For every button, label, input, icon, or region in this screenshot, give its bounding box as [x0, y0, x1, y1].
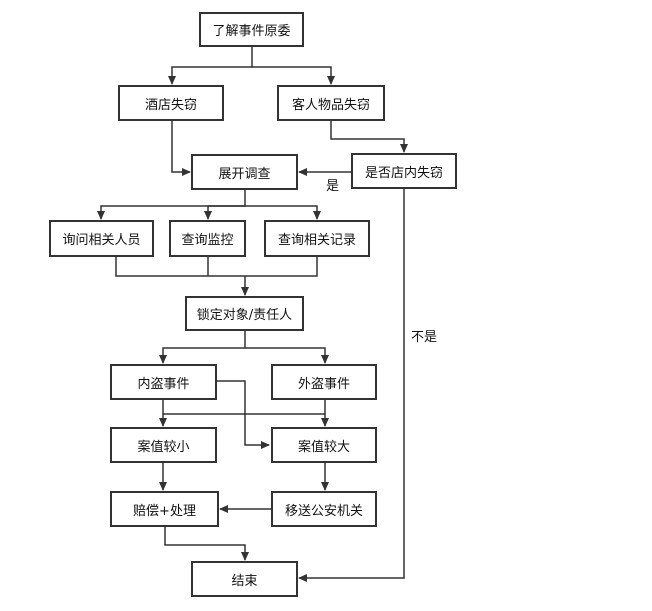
- edge-investigate-to-records: [245, 205, 321, 220]
- node-external-theft: 外盗事件: [271, 364, 377, 400]
- node-internal-theft: 内盗事件: [110, 364, 217, 400]
- edge-internal-to-large: [217, 380, 270, 449]
- edge-compensate-to-end: [164, 527, 249, 561]
- edge-label-no: 不是: [411, 330, 438, 345]
- node-hotel-theft: 酒店失窃: [118, 85, 224, 121]
- edge-hotel-theft-to-investigate: [171, 121, 191, 176]
- edge-investigate-to-cctv: [204, 205, 245, 220]
- edge-understand-to-hotel-theft: [168, 47, 253, 85]
- edge-guest-theft-to-inside-check: [330, 121, 408, 153]
- node-understand: 了解事件原委: [199, 12, 304, 47]
- edge-investigate-to-ask: [97, 190, 246, 220]
- node-compensate: 赔偿+处理: [110, 491, 219, 527]
- node-inside-check: 是否店内失窃: [351, 153, 457, 189]
- node-police: 移送公安机关: [271, 491, 377, 527]
- edge-lock-to-external: [245, 347, 329, 364]
- edge-ask-merge: [115, 257, 318, 277]
- edge-inside-check-no: [298, 189, 405, 582]
- node-large-value: 案值较大: [271, 427, 377, 463]
- node-small-value: 案值较小: [110, 427, 217, 463]
- node-guest-theft: 客人物品失窃: [277, 85, 385, 121]
- node-check-records: 查询相关记录: [264, 220, 370, 257]
- node-lock-target: 锁定对象/责任人: [185, 296, 304, 331]
- edge-label-yes: 是: [326, 179, 340, 194]
- edge-understand-to-guest-theft: [252, 66, 335, 85]
- node-check-cctv: 查询监控: [169, 220, 246, 257]
- edge-lock-to-internal: [159, 331, 246, 364]
- node-ask-people: 询问相关人员: [49, 220, 154, 257]
- node-investigate: 展开调查: [191, 154, 298, 190]
- node-end: 结束: [191, 561, 298, 597]
